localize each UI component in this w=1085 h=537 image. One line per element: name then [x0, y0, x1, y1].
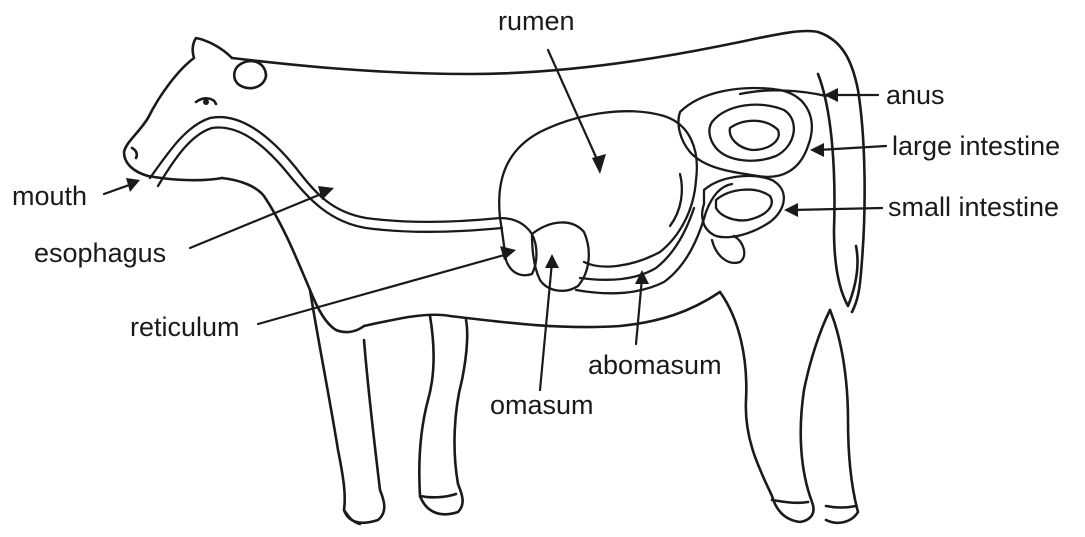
arrowhead-large-intestine — [810, 143, 824, 157]
label-mouth: mouth — [12, 181, 87, 211]
label-small-intestine: small intestine — [888, 192, 1059, 222]
label-rumen: rumen — [498, 6, 575, 36]
cow-ear — [234, 61, 266, 88]
digestive-tract — [150, 88, 826, 293]
arrow-abomasum — [636, 278, 642, 344]
rumen-organ — [499, 111, 697, 266]
rumen-fold — [670, 174, 682, 226]
label-abomasum: abomasum — [588, 350, 722, 380]
omasum-organ — [532, 222, 589, 290]
arrowhead-rumen — [592, 154, 606, 174]
cow-eye-pupil — [203, 99, 209, 105]
small-intestine-coil-1 — [716, 190, 772, 221]
large-intestine-coil-1 — [709, 105, 794, 161]
label-reticulum: reticulum — [130, 312, 240, 342]
cow-hind-leg-right — [826, 310, 858, 523]
cow-head — [124, 38, 232, 180]
cow-nostril — [132, 148, 137, 158]
arrowhead-small-intestine — [784, 203, 798, 217]
arrowhead-omasum — [545, 254, 559, 268]
labels: rumen anus large intestine small intesti… — [12, 6, 1060, 420]
cow-back-line — [232, 31, 865, 312]
cow-throat — [222, 178, 364, 332]
arrow-reticulum — [258, 254, 508, 324]
arrowhead-mouth — [126, 178, 140, 192]
large-intestine-organ — [678, 88, 811, 177]
arrow-mouth — [104, 184, 132, 194]
large-intestine-coil-2 — [730, 121, 779, 150]
abomasum-organ — [576, 184, 732, 293]
cow-hoof-2 — [420, 494, 456, 497]
label-large-intestine: large intestine — [892, 131, 1060, 161]
cow-front-leg-right — [419, 316, 467, 514]
arrow-esophagus — [190, 192, 326, 248]
arrowhead-esophagus — [318, 186, 334, 200]
arrow-small-intestine — [792, 208, 882, 210]
arrowhead-reticulum — [500, 246, 516, 260]
cow-hind-leg-left — [720, 292, 830, 522]
cow-belly — [364, 292, 720, 327]
label-omasum: omasum — [490, 390, 594, 420]
label-anus: anus — [886, 80, 945, 110]
cow-hoof-4 — [826, 506, 856, 508]
label-esophagus: esophagus — [34, 238, 166, 268]
arrow-large-intestine — [818, 146, 886, 150]
reticulum-organ — [500, 218, 537, 275]
rectum — [740, 90, 826, 96]
cow-tail — [818, 74, 858, 306]
cow-hoof-3 — [772, 500, 808, 503]
small-intestine-coil-2 — [712, 236, 744, 263]
